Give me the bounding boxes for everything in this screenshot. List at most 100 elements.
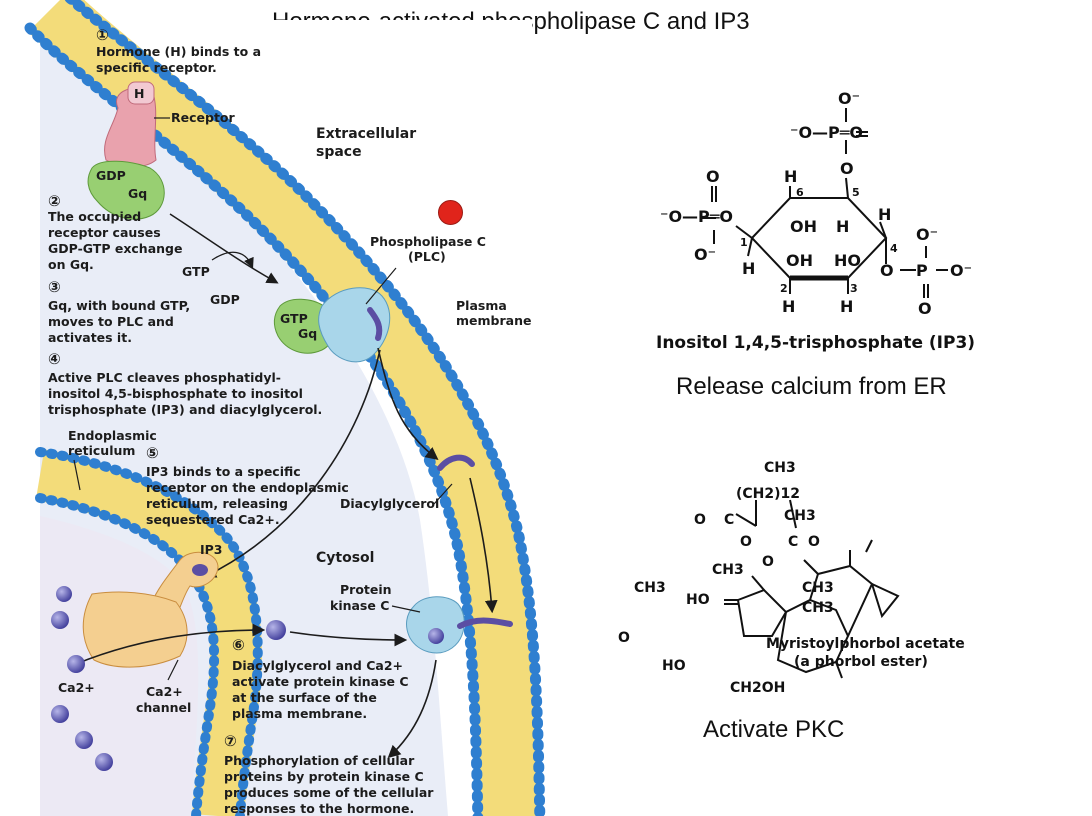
ip3-structure [702,108,948,298]
svg-text:P: P [916,261,928,280]
svg-text:(CH2)12: (CH2)12 [736,486,800,502]
svg-text:HO: HO [686,592,710,608]
svg-text:at the surface of the: at the surface of the [232,690,377,705]
release-calcium-caption: Release calcium from ER [676,373,947,400]
gq2-label: Gq [298,326,317,341]
svg-text:Diacylglycerol and Ca2+: Diacylglycerol and Ca2+ [232,658,403,673]
pkc-label-1: Protein [340,582,392,597]
svg-text:2: 2 [780,282,788,295]
channel-label-1: Ca2+ [146,684,183,699]
svg-text:⑤: ⑤ [146,444,159,462]
gq-label: Gq [128,186,147,201]
svg-text:③: ③ [48,278,61,296]
ca-ion-label: Ca2+ [58,680,95,695]
svg-text:IP3 binds to a specific: IP3 binds to a specific [146,464,301,479]
svg-text:O⁻: O⁻ [838,89,860,108]
svg-text:CH3: CH3 [764,460,796,476]
svg-text:activate protein kinase C: activate protein kinase C [232,674,409,689]
cytosol-label: Cytosol [316,550,374,566]
ca-ion [51,611,69,629]
ip3-label: IP3 [200,542,223,557]
svg-text:C: C [724,512,734,528]
svg-text:H: H [836,217,849,236]
chemical-structures: O⁻ ⁻O—P═O O H 6 5 OH H H ⁻O—P═O O O⁻ 1 H… [618,89,975,696]
ca-ion [67,655,85,673]
svg-text:H: H [840,297,853,316]
svg-text:responses to the hormone.: responses to the hormone. [224,801,414,816]
ip3-name: Inositol 1,4,5-trisphosphate (IP3) [656,333,975,353]
svg-text:4: 4 [890,242,898,255]
step-7: ⑦ Phosphorylation of cellular proteins b… [224,732,434,816]
svg-text:O⁻: O⁻ [916,225,938,244]
gtp-bound-label: GTP [280,311,308,326]
svg-text:H: H [742,259,755,278]
svg-text:O: O [880,261,894,280]
svg-text:5: 5 [852,186,860,199]
svg-text:plasma membrane.: plasma membrane. [232,706,367,721]
step-5: ⑤ IP3 binds to a specific receptor on th… [146,444,349,527]
svg-text:reticulum, releasing: reticulum, releasing [146,496,288,511]
svg-text:⑥: ⑥ [232,636,245,654]
activate-pkc-caption: Activate PKC [703,716,845,743]
svg-text:produces some of the cellular: produces some of the cellular [224,785,434,800]
pma-name-2: (a phorbol ester) [794,654,928,670]
svg-text:proteins by protein kinase C: proteins by protein kinase C [224,769,424,784]
plc-label-1: Phospholipase C [370,234,486,249]
svg-text:on Gq.: on Gq. [48,257,94,272]
step-2: ② The occupied receptor causes GDP-GTP e… [48,192,182,272]
svg-text:O: O [694,512,706,528]
svg-text:Hormone (H) binds to a: Hormone (H) binds to a [96,44,261,59]
svg-text:②: ② [48,192,61,210]
svg-text:⑦: ⑦ [224,732,237,750]
svg-text:CH3: CH3 [712,562,744,578]
receptor-label: Receptor [171,110,236,125]
gq-gdp-protein [87,160,165,220]
er-label-2: reticulum [68,443,135,458]
step-3: ③ Gq, with bound GTP, moves to PLC and a… [48,278,190,345]
svg-text:④: ④ [48,350,61,368]
er-label-1: Endoplasmic [68,428,157,443]
svg-text:H: H [784,167,797,186]
gtp-in-label: GTP [182,264,210,279]
svg-text:H: H [878,205,891,224]
ca-channel [82,591,188,668]
step-4: ④ Active PLC cleaves phosphatidyl- inosi… [48,350,322,417]
pma-name-1: Myristoylphorbol acetate [766,636,965,652]
extracellular-label-1: Extracellular [316,126,416,142]
svg-text:O: O [918,299,932,318]
svg-text:HO: HO [834,251,861,270]
pma-structure [724,499,900,679]
svg-text:Active PLC cleaves phosphatidy: Active PLC cleaves phosphatidyl- [48,370,281,385]
svg-text:O: O [740,534,752,550]
er-membrane [35,449,262,816]
svg-text:C: C [788,534,798,550]
svg-text:The occupied: The occupied [48,209,141,224]
red-marker-dot [438,200,463,225]
extracellular-label-2: space [316,144,362,160]
svg-text:O: O [762,554,774,570]
ca-ion [95,753,113,771]
svg-text:⁻O—P═O: ⁻O—P═O [660,207,733,226]
ca-ion [56,586,72,602]
svg-text:CH2OH: CH2OH [730,680,785,696]
plasma-label-2: membrane [456,313,531,328]
svg-text:CH3: CH3 [802,580,834,596]
hormone-box [127,81,155,105]
svg-text:GDP-GTP exchange: GDP-GTP exchange [48,241,182,256]
svg-text:HO: HO [662,658,686,674]
svg-text:CH3: CH3 [802,600,834,616]
channel-label-2: channel [136,700,191,715]
plc-label-2: (PLC) [408,249,446,264]
svg-text:CH3: CH3 [634,580,666,596]
svg-text:OH: OH [790,217,817,236]
gdp-out-label: GDP [210,292,240,307]
plasma-label-1: Plasma [456,298,507,313]
pma-atoms: CH3 (CH2)12 O C O CH3 C O O CH3 CH3 HO C… [618,460,834,696]
plc-protein [318,287,391,363]
ip3-atoms: O⁻ ⁻O—P═O O H 6 5 OH H H ⁻O—P═O O O⁻ 1 H… [660,89,972,318]
svg-text:OH: OH [786,251,813,270]
pkc-label-2: kinase C [330,598,389,613]
svg-text:specific receptor.: specific receptor. [96,60,217,75]
svg-text:O: O [808,534,820,550]
svg-text:O: O [706,167,720,186]
